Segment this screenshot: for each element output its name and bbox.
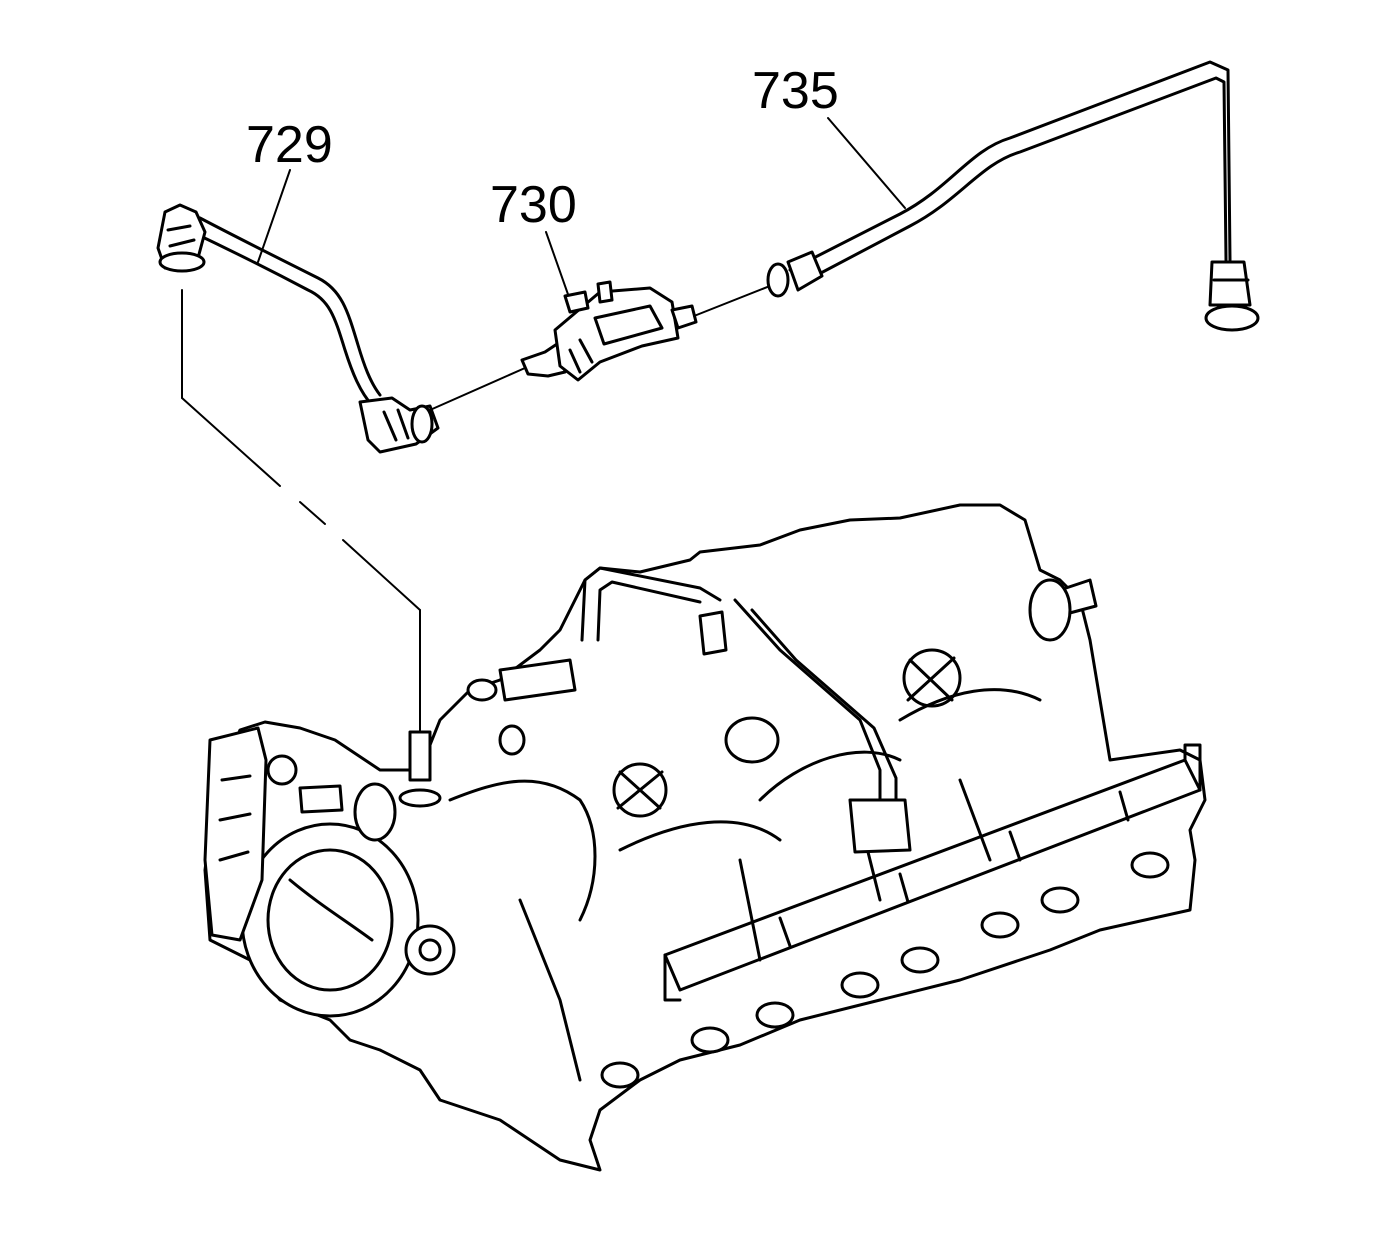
callout-label-735: 735: [752, 62, 839, 120]
assembly-line-729-730: [429, 367, 526, 411]
valve-730: [520, 280, 698, 382]
assembly-line-730-735: [693, 281, 781, 317]
hose-729: [156, 203, 440, 454]
pipe-735: [766, 60, 1260, 332]
leader-lines: [257, 117, 906, 301]
assembly-line-729: [181, 289, 421, 733]
callout-label-729: 729: [246, 116, 333, 174]
fuel-injectors: [600, 851, 1170, 1089]
callout-label-730: 730: [490, 176, 577, 234]
intake-manifold: [203, 503, 1207, 1172]
